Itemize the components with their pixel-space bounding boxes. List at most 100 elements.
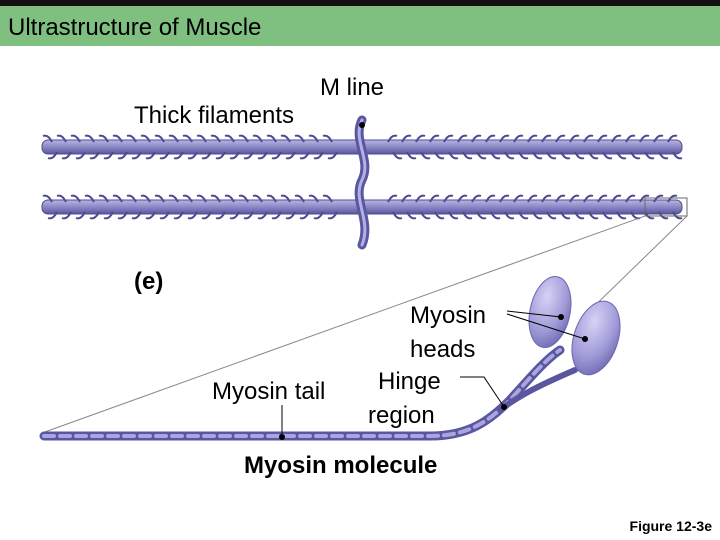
filament-head-projection	[443, 134, 454, 143]
filament-head-projection	[499, 134, 510, 143]
filament-head-projection	[574, 211, 585, 220]
filament-head-projection	[294, 194, 305, 203]
filament-head-projection	[327, 151, 338, 160]
filament-head-projection	[182, 194, 193, 203]
filament-head-projection	[639, 194, 650, 203]
filament-head-projection	[527, 194, 538, 203]
filament-head-projection	[257, 211, 268, 220]
filament-head-projection	[602, 151, 613, 160]
filament-head-projection	[159, 151, 170, 160]
filament-head-projection	[658, 151, 669, 160]
filament-head-projection	[271, 211, 282, 220]
filament-head-projection	[406, 151, 417, 160]
filament-head-projection	[560, 211, 571, 220]
filament-head-projection	[406, 211, 417, 220]
filament-head-projection	[392, 151, 403, 160]
filament-head-projection	[126, 194, 137, 203]
filament-head-projection	[103, 151, 114, 160]
filament-head-projection	[499, 194, 510, 203]
filament-head-projection	[224, 134, 235, 143]
filament-head-projection	[387, 194, 398, 203]
filament-head-projection	[448, 211, 459, 220]
filament-head-projection	[75, 211, 86, 220]
filament-head-projection	[210, 194, 221, 203]
filament-head-projection	[527, 134, 538, 143]
filament-head-projection	[168, 134, 179, 143]
filament-head-projection	[308, 134, 319, 143]
filament-head-projection	[131, 211, 142, 220]
filament-head-projection	[457, 194, 468, 203]
filament-head-projection	[462, 151, 473, 160]
filament-head-projection	[583, 134, 594, 143]
filament-head-projection	[98, 194, 109, 203]
filament-head-projection	[196, 194, 207, 203]
filament-head-projection	[280, 194, 291, 203]
leader-lines	[281, 310, 586, 437]
filament-head-projection	[546, 211, 557, 220]
filament-head-projection	[532, 211, 543, 220]
myosin-heads-label-1: Myosin	[410, 302, 487, 329]
filament-head-projection	[210, 134, 221, 143]
filament-head-projection	[490, 151, 501, 160]
filament-head-projection	[471, 134, 482, 143]
filament-head-projection	[653, 194, 664, 203]
filament-head-projection	[448, 151, 459, 160]
filament-head-projection	[98, 134, 109, 143]
filament-head-projection	[140, 134, 151, 143]
filament-head-projection	[266, 194, 277, 203]
filament-head-projection	[504, 151, 515, 160]
filament-head-projection	[187, 151, 198, 160]
filament-head-projection	[574, 151, 585, 160]
filament-head-projection	[625, 194, 636, 203]
filament-head-projection	[518, 151, 529, 160]
filament-head-projection	[616, 151, 627, 160]
filament-head-projection	[588, 151, 599, 160]
filament-head-projection	[126, 134, 137, 143]
filament-head-projection	[117, 151, 128, 160]
filament-head-projection	[266, 134, 277, 143]
filament-head-projection	[443, 194, 454, 203]
filament-head-projection	[313, 151, 324, 160]
filament-head-projection	[434, 211, 445, 220]
filament-head-projection	[653, 134, 664, 143]
filament-head-projection	[415, 134, 426, 143]
filament-head-projection	[271, 151, 282, 160]
filament-head-projection	[182, 134, 193, 143]
filament-head-projection	[280, 134, 291, 143]
filament-head-projection	[243, 211, 254, 220]
filament-head-projection	[70, 194, 81, 203]
filament-head-projection	[476, 151, 487, 160]
filament-head-projection	[313, 211, 324, 220]
filament-head-projection	[583, 194, 594, 203]
filament-head-projection	[229, 211, 240, 220]
filament-head-projection	[597, 194, 608, 203]
filament-head-projection	[644, 211, 655, 220]
filament-head-projection	[196, 134, 207, 143]
filament-head-projection	[42, 194, 53, 203]
title-bar: Ultrastructure of Muscle	[0, 0, 720, 46]
thick-filaments-label: Thick filaments	[134, 102, 295, 129]
filament-head-projection	[61, 151, 72, 160]
filament-head-projection	[112, 134, 123, 143]
filament-head-projection	[238, 194, 249, 203]
filament-head-projection	[429, 194, 440, 203]
filament-head-projection	[229, 151, 240, 160]
filament-head-projection	[532, 151, 543, 160]
filament-head-projection	[145, 211, 156, 220]
filament-head-projection	[658, 211, 669, 220]
filament-head-projection	[513, 194, 524, 203]
filament-head-projection	[215, 151, 226, 160]
filament-head-projection	[672, 151, 683, 160]
m-line	[354, 115, 370, 250]
filament-head-projection	[457, 134, 468, 143]
filament-head-projection	[541, 194, 552, 203]
filament-head-projection	[322, 194, 333, 203]
m-line-label: M line	[320, 74, 385, 101]
filament-head-projection	[131, 151, 142, 160]
filament-head-projection	[644, 151, 655, 160]
filament-head-projection	[630, 151, 641, 160]
filament-head-projection	[392, 211, 403, 220]
filament-head-projection	[168, 194, 179, 203]
filament-head-projection	[597, 134, 608, 143]
